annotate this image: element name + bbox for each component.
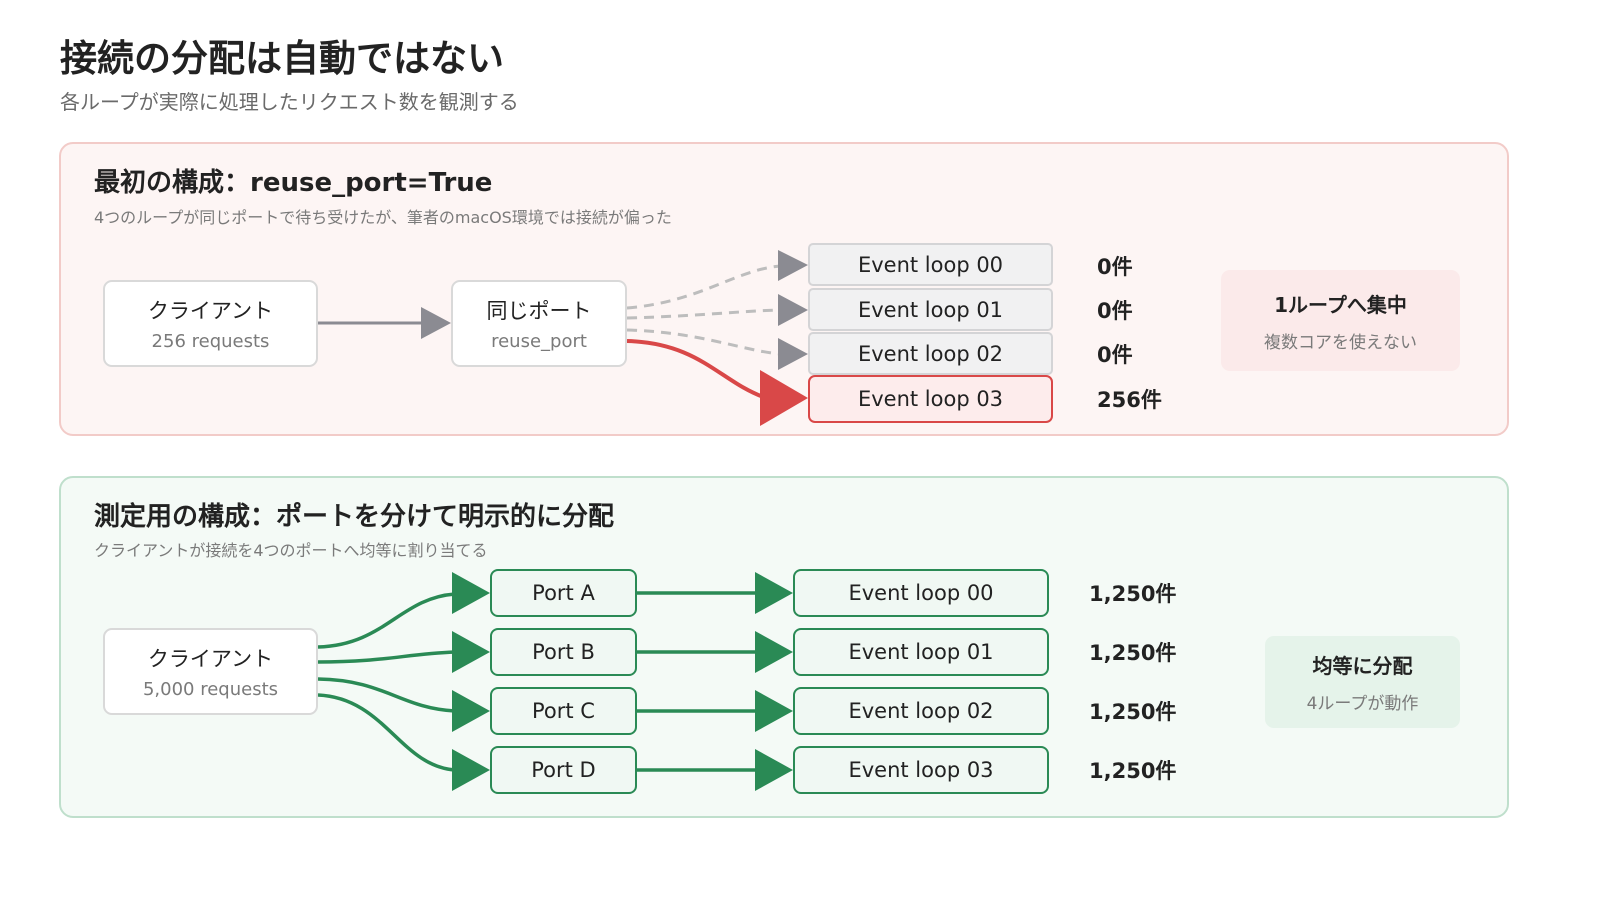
page-title: 接続の分配は自動ではない [60, 37, 504, 80]
split-event-loop-01: Event loop 01 [793, 628, 1049, 676]
split-loop-00-count: 1,250件 [1089, 582, 1177, 606]
split-note-title: 均等に分配 [1312, 654, 1413, 678]
split-loop-02-count: 1,250件 [1089, 700, 1177, 724]
reuse-client-node: クライアント 256 requests [103, 280, 318, 367]
reuse-loop-03-count: 256件 [1097, 388, 1162, 412]
reuse-loop-01-count: 0件 [1097, 299, 1133, 323]
reuse-loop-02-count: 0件 [1097, 343, 1133, 367]
port-d-node: Port D [490, 746, 637, 794]
split-client-node: クライアント 5,000 requests [103, 628, 318, 715]
port-c-node: Port C [490, 687, 637, 735]
same-port-detail: reuse_port [491, 331, 587, 352]
reuse-client-label: クライアント [147, 299, 274, 323]
same-port-label: 同じポート [486, 299, 592, 323]
split-client-label: クライアント [147, 647, 274, 671]
reuse-panel-heading: 最初の構成：reuse_port=True [94, 168, 493, 198]
reuse-event-loop-00: Event loop 00 [808, 243, 1053, 286]
reuse-panel-description: 4つのループが同じポートで待ち受けたが、筆者のmacOS環境では接続が偏った [94, 208, 672, 227]
split-loop-01-count: 1,250件 [1089, 641, 1177, 665]
split-loop-03-count: 1,250件 [1089, 759, 1177, 783]
port-a-node: Port A [490, 569, 637, 617]
port-b-node: Port B [490, 628, 637, 676]
split-event-loop-03: Event loop 03 [793, 746, 1049, 794]
split-event-loop-02: Event loop 02 [793, 687, 1049, 735]
same-port-node: 同じポート reuse_port [451, 280, 627, 367]
reuse-loop-00-count: 0件 [1097, 255, 1133, 279]
split-panel-heading: 測定用の構成：ポートを分けて明示的に分配 [94, 502, 615, 532]
split-event-loop-00: Event loop 00 [793, 569, 1049, 617]
split-client-detail: 5,000 requests [142, 679, 279, 700]
split-note-detail: 4ループが動作 [1306, 694, 1419, 714]
split-panel-description: クライアントが接続を4つのポートへ均等に割り当てる [94, 541, 488, 560]
split-note: 均等に分配 4ループが動作 [1265, 636, 1460, 728]
reuse-note-detail: 複数コアを使えない [1264, 332, 1417, 353]
reuse-event-loop-03: Event loop 03 [808, 375, 1053, 423]
reuse-note-title: 1ループへ集中 [1274, 292, 1407, 317]
reuse-client-detail: 256 requests [151, 331, 270, 352]
reuse-event-loop-01: Event loop 01 [808, 288, 1053, 331]
reuse-note: 1ループへ集中 複数コアを使えない [1221, 270, 1460, 371]
page-subtitle: 各ループが実際に処理したリクエスト数を観測する [60, 90, 519, 114]
reuse-event-loop-02: Event loop 02 [808, 332, 1053, 375]
